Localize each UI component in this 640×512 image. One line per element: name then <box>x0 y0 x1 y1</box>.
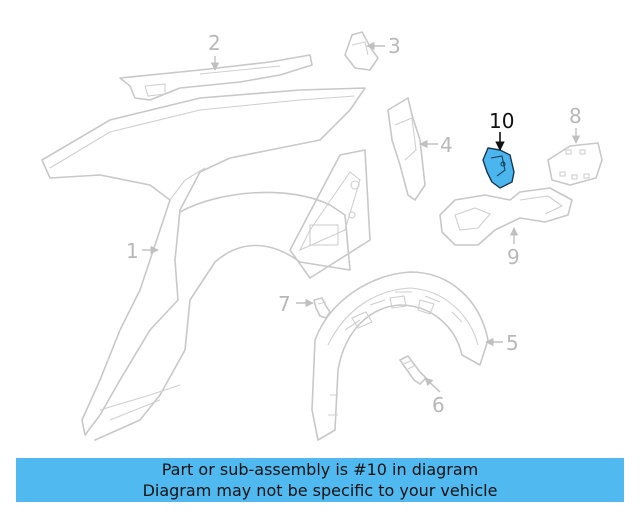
info-banner: Part or sub-assembly is #10 in diagram D… <box>16 458 624 502</box>
callout-3[interactable]: 3 <box>388 34 401 58</box>
callout-8[interactable]: 8 <box>569 104 582 128</box>
fuel-door-housing-part <box>439 187 573 246</box>
pillar-bracket-part <box>387 97 426 201</box>
bolt-6-part <box>399 355 427 385</box>
callout-5[interactable]: 5 <box>506 331 519 355</box>
quarter-panel-part <box>41 87 371 441</box>
banner-line-part-number: Part or sub-assembly is #10 in diagram <box>161 460 479 479</box>
parts-diagram: 1 2 3 4 5 6 7 8 9 10 <box>41 31 603 441</box>
callout-1[interactable]: 1 <box>126 239 139 263</box>
banner-line-disclaimer: Diagram may not be specific to your vehi… <box>142 481 498 500</box>
callout-2[interactable]: 2 <box>208 31 221 55</box>
callout-9[interactable]: 9 <box>507 245 520 269</box>
callout-10[interactable]: 10 <box>489 109 514 133</box>
callout-4[interactable]: 4 <box>440 133 453 157</box>
fastener-7-part <box>313 297 331 319</box>
callout-6[interactable]: 6 <box>432 393 445 417</box>
upper-bracket-part <box>344 31 379 71</box>
roof-rail-part <box>119 54 313 101</box>
plate-part <box>547 142 603 186</box>
highlighted-part-10[interactable] <box>482 147 515 189</box>
callout-7[interactable]: 7 <box>278 292 291 316</box>
leader-6 <box>424 377 441 393</box>
wheelhouse-liner-part <box>311 271 489 441</box>
